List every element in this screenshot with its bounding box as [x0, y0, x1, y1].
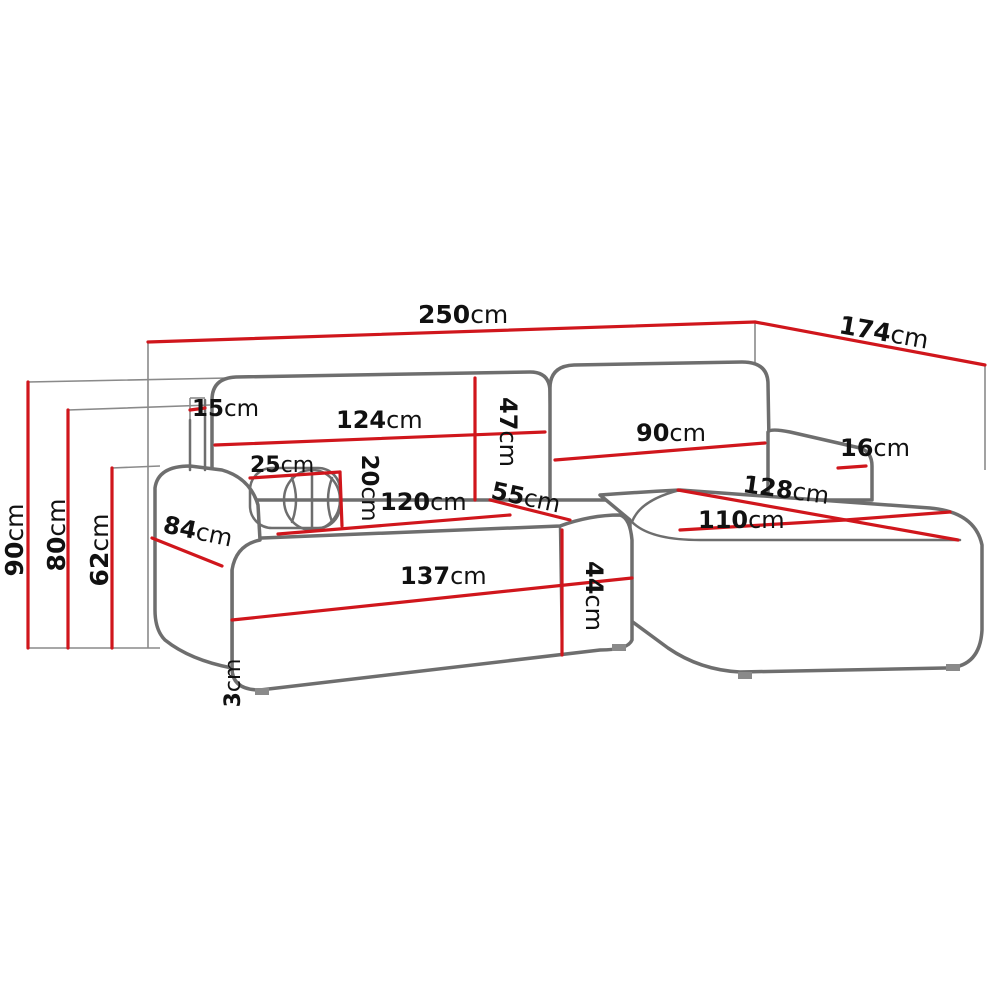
dimension-labels: 250cm 174cm 90cm 80cm 62cm 15cm 124cm 47…: [0, 300, 931, 707]
dimension-lines: [26, 320, 987, 657]
sofa-outline: [153, 360, 984, 695]
label-pillow-height: 20cm: [356, 454, 382, 521]
label-backrest-width: 124cm: [336, 406, 423, 434]
label-armrest-width: 15cm: [192, 396, 259, 422]
label-chaise-arm-width: 16cm: [840, 434, 910, 462]
label-seat-height: 44cm: [580, 561, 608, 631]
label-backrest-height: 80cm: [42, 499, 71, 572]
label-seat-width: 120cm: [380, 488, 467, 516]
label-overall-width: 250cm: [418, 300, 508, 329]
label-cushion-height: 47cm: [494, 397, 522, 467]
sofa-feet: [255, 644, 960, 695]
label-total-height: 90cm: [0, 504, 29, 577]
label-seat-depth: 55cm: [489, 476, 563, 518]
label-armrest-height: 62cm: [85, 514, 114, 587]
label-right-back-width: 90cm: [636, 419, 706, 447]
label-leg-height: 3cm: [221, 659, 246, 708]
label-chaise-depth: 174cm: [837, 310, 931, 354]
label-chaise-seat: 110cm: [698, 506, 785, 534]
label-chaise-length: 128cm: [741, 470, 831, 510]
label-sleep-width: 137cm: [400, 562, 487, 590]
label-pillow-width: 25cm: [250, 453, 314, 478]
